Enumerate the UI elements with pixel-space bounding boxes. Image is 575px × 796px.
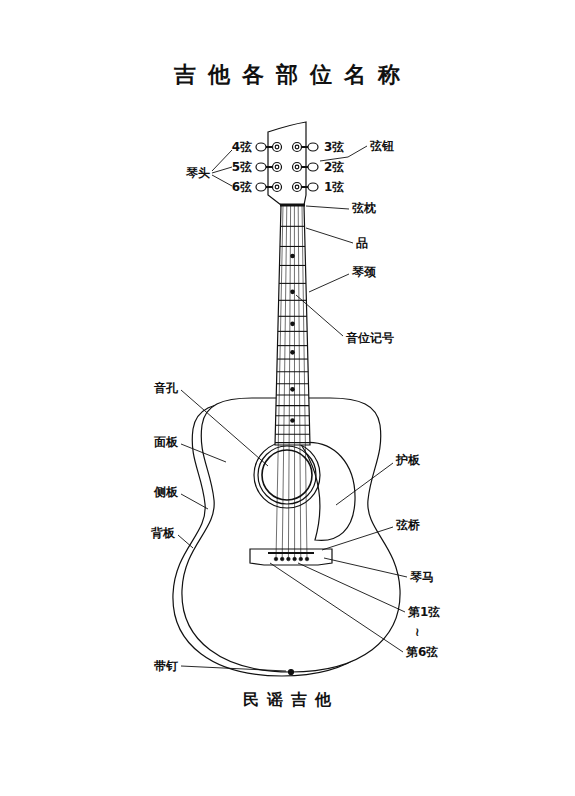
part-label: 品 [356,236,368,250]
part-label: 音位记号 [346,331,394,345]
part-label: 琴颈 [352,265,376,279]
part-label: 音孔 [154,381,178,395]
leader-lines [178,146,407,671]
soundhole [262,450,312,500]
part-label: 背板 [151,526,175,540]
part-label: 第1弦 [408,605,440,619]
nut [280,204,305,207]
part-label: 面板 [154,435,178,449]
end-pin [289,670,294,675]
strings [274,205,309,561]
part-label: 4弦 [232,140,252,154]
soundhole-ring [258,446,316,504]
bridge [250,549,332,565]
part-label: 弦枕 [352,201,376,215]
part-label: 弦桥 [396,518,420,532]
part-label: 2弦 [324,160,344,174]
part-label: 琴马 [410,570,434,584]
part-label: 琴头 [186,166,210,180]
part-label: 1弦 [324,180,344,194]
part-label: 5弦 [232,160,252,174]
part-label: 6弦 [232,180,252,194]
soundhole-rosette [254,442,320,508]
part-label: 侧板 [154,485,178,499]
pickguard [300,442,355,540]
part-label: ≀ [415,625,420,639]
part-label: 3弦 [324,140,344,154]
part-label: 带钉 [154,659,178,673]
caption: 民谣吉他 [243,690,339,709]
tuning-pegs [256,143,318,192]
part-label: 第6弦 [406,645,438,659]
part-label: 护板 [396,453,420,467]
part-label: 弦钮 [370,139,394,153]
headstock [268,122,306,205]
title: 吉他各部位名称 [174,62,412,88]
position-dots [290,254,295,423]
